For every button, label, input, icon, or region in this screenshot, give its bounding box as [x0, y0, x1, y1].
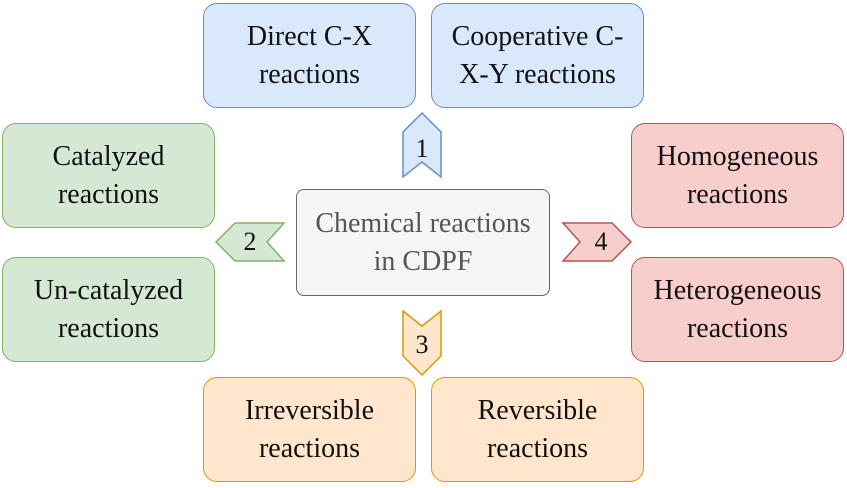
- box-label-line2: reactions: [57, 178, 160, 210]
- box-label-line1: Reversible: [477, 394, 598, 426]
- direct-cx-reactions-box: Direct C-X reactions: [203, 3, 416, 108]
- box-label-line1: Catalyzed: [52, 140, 165, 172]
- arrow-down-3: 3: [402, 309, 442, 377]
- box-label-line1: Un-catalyzed: [33, 274, 184, 306]
- box-label-line2: reactions: [686, 312, 789, 344]
- box-label-line2: reactions: [258, 58, 361, 90]
- arrow-number: 2: [243, 227, 257, 256]
- arrow-left-icon: [214, 222, 286, 262]
- arrow-down-icon: [402, 309, 442, 377]
- arrow-number: 1: [415, 134, 429, 163]
- box-label-line2: reactions: [258, 432, 361, 464]
- box-label-line2: X-Y reactions: [459, 58, 616, 90]
- box-label-line1: Irreversible: [244, 394, 375, 426]
- heterogeneous-reactions-box: Heterogeneous reactions: [631, 257, 844, 362]
- arrow-left-2: 2: [214, 222, 286, 262]
- uncatalyzed-reactions-box: Un-catalyzed reactions: [2, 257, 215, 362]
- box-label-line1: Heterogeneous: [653, 274, 822, 306]
- box-label-line1: Direct C-X: [246, 20, 373, 52]
- irreversible-reactions-box: Irreversible reactions: [203, 377, 416, 482]
- arrow-number: 4: [594, 227, 608, 256]
- center-label-line1: Chemical reactions: [315, 207, 531, 239]
- center-label-line2: in CDPF: [373, 245, 473, 277]
- arrow-right-icon: [561, 222, 633, 262]
- box-label-line2: reactions: [686, 178, 789, 210]
- box-label-line1: Homogeneous: [656, 140, 819, 172]
- catalyzed-reactions-box: Catalyzed reactions: [2, 123, 215, 228]
- box-label-line2: reactions: [486, 432, 589, 464]
- arrow-number: 3: [415, 330, 429, 359]
- arrow-up-1: 1: [402, 111, 442, 179]
- reversible-reactions-box: Reversible reactions: [431, 377, 644, 482]
- cooperative-cxy-reactions-box: Cooperative C- X-Y reactions: [431, 3, 644, 108]
- arrow-up-icon: [402, 111, 442, 179]
- arrow-right-4: 4: [561, 222, 633, 262]
- box-label-line1: Cooperative C-: [451, 20, 624, 52]
- chemical-reactions-center-box: Chemical reactions in CDPF: [296, 189, 550, 296]
- box-label-line2: reactions: [57, 312, 160, 344]
- homogeneous-reactions-box: Homogeneous reactions: [631, 123, 844, 228]
